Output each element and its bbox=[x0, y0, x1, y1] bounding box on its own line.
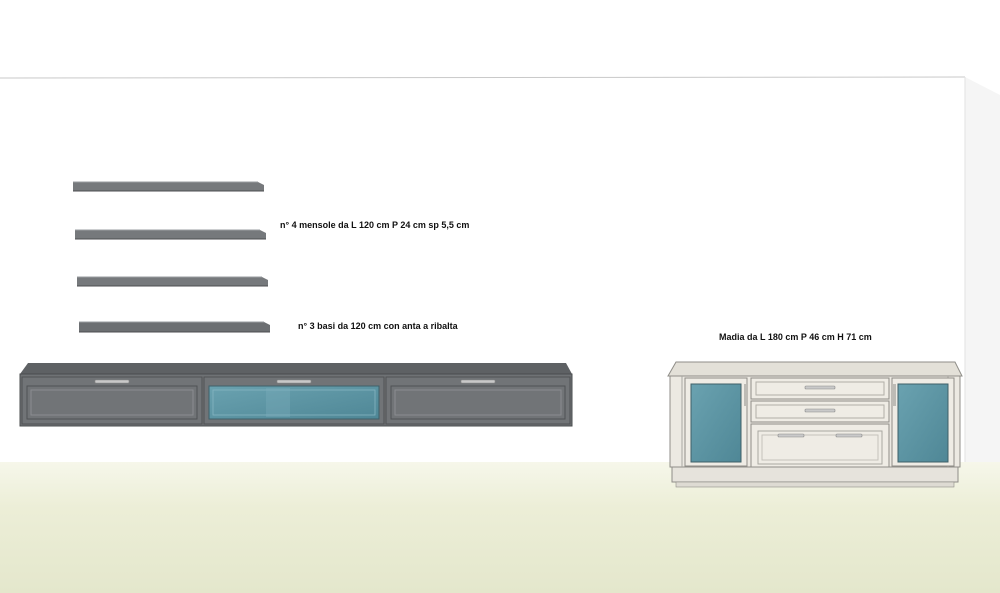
handle bbox=[276, 379, 312, 384]
sideboard-drawer bbox=[750, 400, 890, 423]
sideboard-annotation: Madia da L 180 cm P 46 cm H 71 cm bbox=[719, 332, 872, 342]
sideboard-flap-door bbox=[750, 423, 890, 468]
base-door-glass bbox=[203, 376, 385, 425]
sideboard-top bbox=[667, 361, 963, 377]
handle bbox=[835, 433, 863, 438]
sideboard-drawer bbox=[750, 377, 890, 400]
handle bbox=[94, 379, 130, 384]
shelves-annotation: n° 4 mensole da L 120 cm P 24 cm sp 5,5 … bbox=[280, 220, 470, 230]
top-strip bbox=[0, 0, 1000, 78]
base-door bbox=[21, 376, 203, 425]
sideboard-left-door bbox=[684, 377, 748, 467]
handle bbox=[804, 385, 836, 390]
shelf bbox=[73, 181, 264, 192]
sideboard bbox=[667, 361, 963, 488]
base-cabinets bbox=[19, 363, 573, 427]
handle bbox=[460, 379, 496, 384]
handle bbox=[777, 433, 805, 438]
shelves bbox=[73, 181, 270, 333]
sideboard-foot bbox=[675, 481, 955, 488]
side-wall bbox=[965, 77, 1000, 463]
shelf bbox=[75, 229, 266, 240]
shelf bbox=[79, 321, 270, 333]
base-cabinets-annotation: n° 3 basi da 120 cm con anta a ribalta bbox=[298, 321, 458, 331]
shelf bbox=[77, 276, 268, 287]
sideboard-plinth bbox=[671, 466, 959, 483]
handle bbox=[804, 408, 836, 413]
base-door bbox=[385, 376, 571, 425]
ceiling-edge bbox=[0, 76, 966, 79]
base-top bbox=[20, 363, 572, 374]
sideboard-right-door bbox=[891, 377, 955, 467]
